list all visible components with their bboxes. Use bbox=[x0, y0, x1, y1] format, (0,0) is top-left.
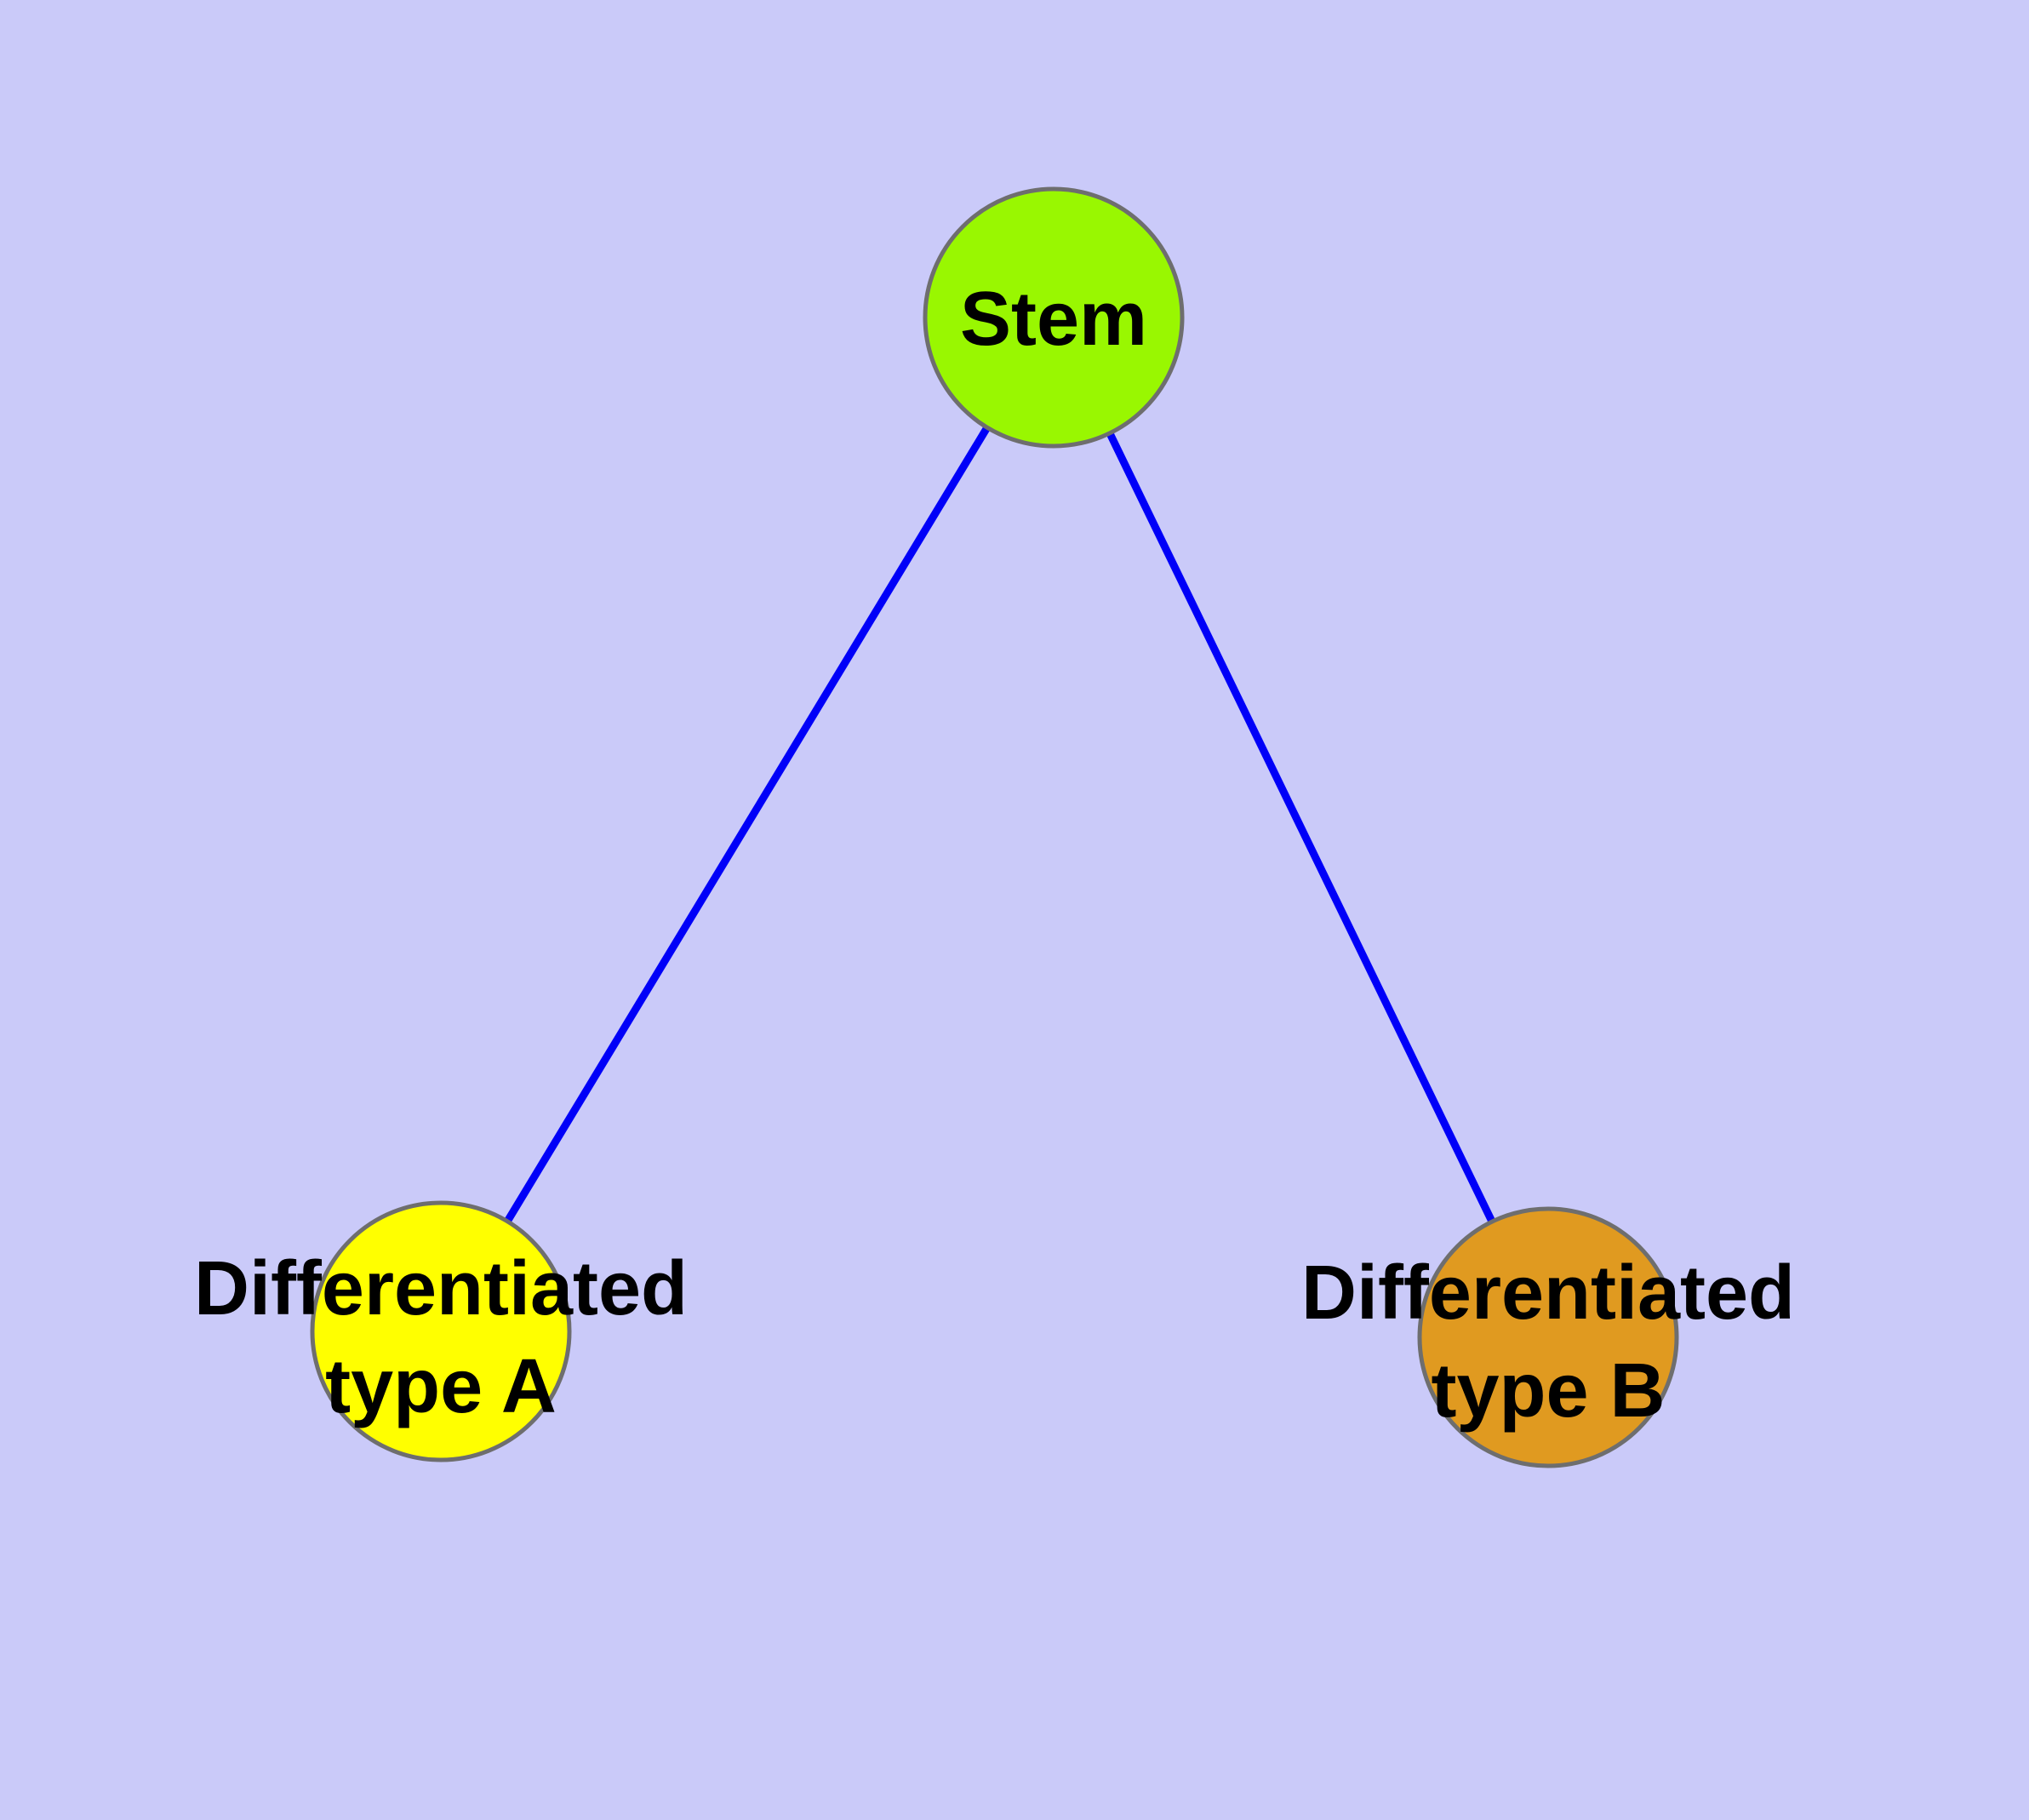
node-stem-label: Stem bbox=[960, 277, 1147, 362]
node-type-a-label-line1: Differentiated bbox=[194, 1246, 688, 1331]
edge-stem-to-type-b bbox=[1049, 316, 1552, 1339]
node-type-b-label-line1: Differentiated bbox=[1301, 1251, 1795, 1336]
node-type-a-circle bbox=[310, 1200, 572, 1462]
node-type-b-circle bbox=[1417, 1206, 1679, 1468]
node-type-b-label-line2: type B bbox=[1431, 1348, 1665, 1434]
node-stem-circle bbox=[923, 186, 1185, 449]
edge-stem-to-type-a bbox=[437, 315, 1057, 1334]
node-type-a-label-line2: type A bbox=[325, 1344, 557, 1429]
